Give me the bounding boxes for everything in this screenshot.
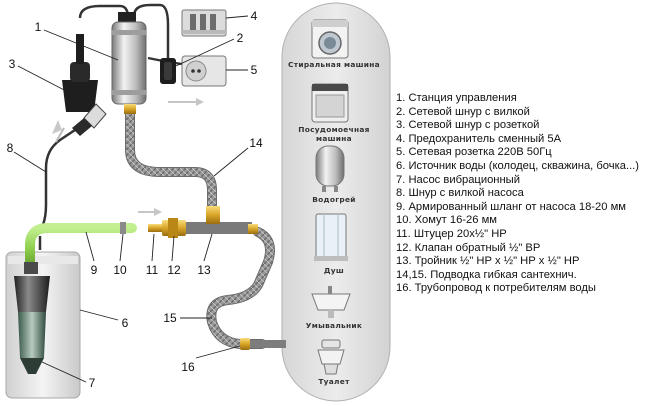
control-station-1 [111,12,147,114]
pipeline-16 [246,340,286,348]
callout-9: 9 [90,263,98,277]
legend-item: 12. Клапан обратный ½" ВР [396,241,541,254]
callout-8: 8 [6,141,14,155]
tee-13 [186,206,258,234]
callout-lines [13,15,249,383]
legend-item: 14,15. Подводка гибкая сантехнич. [396,268,577,281]
pump-cable-8 [33,126,79,239]
callout-16: 16 [181,360,195,374]
callout-11: 11 [145,263,159,277]
washbasin-icon [311,286,351,318]
shower-label: Душ [323,266,345,275]
clamp-10 [120,222,126,234]
power-cable-3 [78,4,130,19]
water-heater-icon [315,145,345,192]
legend-item: 8. Шнур с вилкой насоса [396,187,524,200]
flexible-hose-14 [125,107,217,210]
legend-item: 5. Сетевая розетка 220В 50Гц [396,146,552,159]
callout-12: 12 [167,263,181,277]
wall-socket-5 [181,55,227,87]
legend-item: 16. Трубопровод к потребителям воды [396,282,596,295]
shower-icon [314,213,348,261]
callout-6: 6 [121,316,129,330]
legend-item: 9. Армированный шланг от насоса 18-20 мм [396,200,626,213]
toilet-icon [317,339,345,375]
armored-hose-9 [25,223,137,273]
callout-10: 10 [113,263,127,277]
flexible-hose-15 [206,227,275,349]
washing-machine-icon [311,19,349,59]
fuse-4 [181,9,227,37]
sink-label: Умывальник [305,321,363,330]
fitting-16 [240,338,250,350]
legend-item: 11. Штуцер 20х½" НР [396,227,507,240]
appliance-panel [281,2,391,402]
plug-2 [160,58,176,84]
check-valve-12 [162,218,186,238]
legend-item: 4. Предохранитель сменный 5А [396,132,562,145]
extension-socket-3 [62,34,107,136]
callout-7: 7 [88,376,96,390]
cable-to-socket [132,3,170,62]
callout-1: 1 [34,20,42,34]
callout-14: 14 [249,136,263,150]
dishwasher-icon [311,83,349,123]
legend: 1. Станция управления 2. Сетевой шнур с … [396,92,658,296]
legend-item: 1. Станция управления [396,92,517,104]
heater-label: Водогрей [312,195,356,204]
callout-13: 13 [197,263,211,277]
dishwasher-label: Посудомоечная машина [298,125,370,143]
legend-item: 13. Тройник ½" НР х ½" НР х ½" НР [396,255,580,268]
flow-arrow-up [55,127,65,143]
callout-15: 15 [163,311,177,325]
callout-4: 4 [250,9,258,23]
legend-item: 3. Сетевой шнур с розеткой [396,119,540,132]
callout-5: 5 [250,63,258,77]
nipple-11 [148,224,162,232]
callout-2: 2 [236,31,244,45]
callout-3: 3 [8,57,16,71]
legend-item: 2. Сетевой шнур с вилкой [396,105,530,118]
legend-item: 6. Источник воды (колодец, скважина, боч… [396,159,640,172]
washer-label: Стиральная машина [288,60,380,69]
legend-item: 10. Хомут 16-26 мм [396,214,497,227]
toilet-label: Туалет [318,377,350,386]
legend-item: 7. Насос вибрационный [396,173,520,186]
vibration-pump-7 [14,262,50,374]
